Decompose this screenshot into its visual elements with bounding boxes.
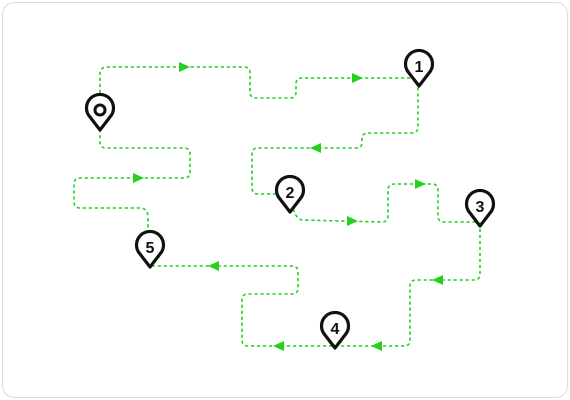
route-direction-arrow-icon [208,261,219,271]
waypoint-pin-1: 1 [403,48,435,88]
route-direction-arrow-icon [347,216,358,226]
waypoint-label-4: 4 [331,321,340,338]
waypoint-pin-2: 2 [274,174,306,214]
route-direction-arrow-icon [371,341,382,351]
waypoint-pin-3: 3 [464,188,496,228]
waypoint-label-1: 1 [415,59,424,76]
route-direction-arrow-icon [352,73,363,83]
waypoint-label-2: 2 [286,185,295,202]
route-arrows [133,62,443,351]
waypoint-label-3: 3 [476,199,485,216]
route-direction-arrow-icon [273,341,284,351]
route-direction-arrow-icon [415,179,426,189]
route-direction-arrow-icon [310,143,321,153]
waypoint-pin-4: 4 [319,310,351,350]
dashed-route-path [73,66,481,347]
waypoint-pin-5: 5 [134,229,166,269]
route-direction-arrow-icon [179,62,190,72]
route-direction-arrow-icon [133,173,144,183]
route-direction-arrow-icon [432,275,443,285]
start-location-pin-icon [84,92,116,132]
waypoint-label-5: 5 [146,240,155,257]
